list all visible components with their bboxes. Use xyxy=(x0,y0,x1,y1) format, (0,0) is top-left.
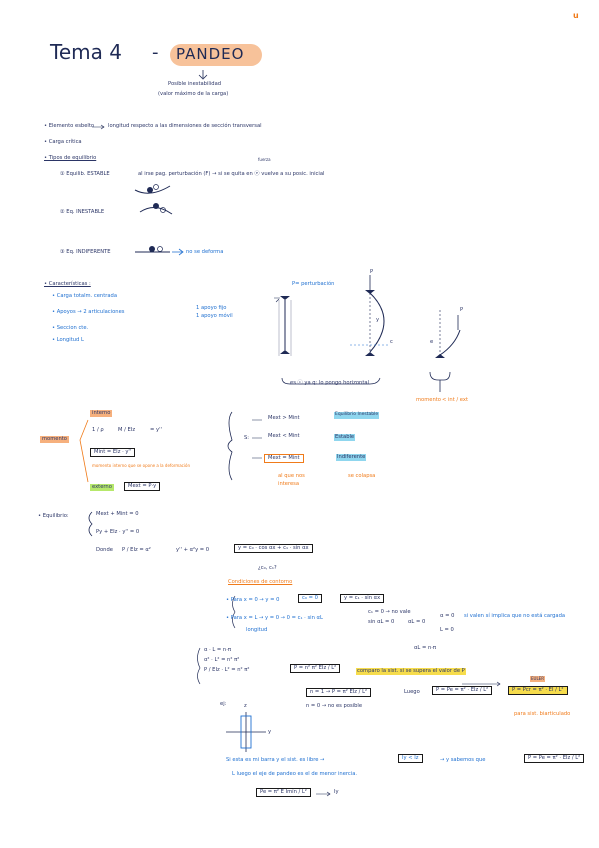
title-dash: - xyxy=(152,42,159,63)
eq-indiferente-desc: no se deforma xyxy=(186,249,224,255)
s-label: S: xyxy=(244,435,250,441)
rule-mext-eq: Mext = Mint xyxy=(264,454,304,464)
eq-diff: y'' + α²y = 0 xyxy=(176,547,210,553)
apoyo-movil: 1 apoyo móvil xyxy=(196,313,233,319)
bullet-esbelto: • Elemento esbelto xyxy=(44,123,95,129)
page-title: PANDEO xyxy=(176,45,245,63)
title-sub-1: Posible inestabilidad xyxy=(168,81,222,87)
rule-inestable: Equilibrio Inestable xyxy=(334,412,380,419)
bullet-esbelto-desc: longitud respecto a las dimensiones de s… xyxy=(108,123,262,129)
n-eq-3: P / EIz · L² = n² π² xyxy=(204,667,250,673)
formula-rho: 1 / ρ xyxy=(92,427,104,433)
cond-alpha-l-zero: αL = 0 xyxy=(408,619,426,625)
pe-final-formula: Pe = π² E Imín / L² xyxy=(256,788,311,798)
formula-m-ei: M / EIz xyxy=(118,427,136,433)
libre-text: Si esta es mi barra y el sist. es libre … xyxy=(226,757,325,763)
momento-interno-tag: interno xyxy=(90,410,113,418)
formula-mext: Mext = P·y xyxy=(124,482,161,492)
euler-tag: EULER xyxy=(530,676,545,682)
apoyo-fijo: 1 apoyo fijo xyxy=(196,305,227,311)
eq-py: Py + EIz · y'' = 0 xyxy=(96,529,140,535)
eq-inestable: ② Eq. INESTABLE xyxy=(60,209,105,215)
figure-caption: es ⓒ ya q: lo pongo horizontal xyxy=(290,380,369,386)
formula-mint: Mint = EIz · y'' xyxy=(90,448,136,458)
cond-alpha-zero: α = 0 xyxy=(440,613,455,619)
bullet-carga-critica: • Carga crítica xyxy=(44,139,82,145)
force-p-1: P xyxy=(370,269,374,275)
momento-externo-tag: externo xyxy=(90,484,114,492)
contorno-heading: Condiciones de contorno xyxy=(228,579,293,585)
deflection-y: y xyxy=(376,317,380,323)
note-interesa: interesa xyxy=(278,481,300,487)
p-euler-formula: P = Pe = π² · EIz / L² xyxy=(432,686,493,696)
mint-note: momento interno que se opone a la deform… xyxy=(92,463,190,468)
axis-z: z xyxy=(244,703,247,709)
rule-mext-lt: Mext < Mint xyxy=(268,433,300,439)
note-al-que: al que nos xyxy=(278,473,305,479)
page-corner-mark: u xyxy=(573,11,579,20)
n-eq-2: α² · L² = n² π² xyxy=(204,657,240,663)
cond-x0-sol: y = c₁ · sin αx xyxy=(340,594,385,604)
rule-mext-gt: Mext > Mint xyxy=(268,415,300,421)
cond-c1-zero: c₁ = 0 → no vale xyxy=(368,609,411,615)
constants-question: ¿c₀, c₁? xyxy=(258,565,277,571)
caract-item-1: • Carga totalm. centrada xyxy=(52,293,118,299)
inertia-cmp: Iy < Iz xyxy=(398,754,423,764)
rule-estable: Estable xyxy=(334,434,356,442)
p-euler-formula-2: P = Pe = π² · EIz / L² xyxy=(524,754,585,764)
longitud-label: longitud xyxy=(246,627,268,633)
rule-indiferente: Indiferente xyxy=(336,454,367,462)
compare-note: comparo la sist. si se supera el valor d… xyxy=(356,668,466,676)
cond-xl: • Para x = L → y = 0 → 0 = c₁ · sin αL xyxy=(226,615,323,621)
eq-estable-desc: al irse pag. perturbación (F) → si se qu… xyxy=(138,171,325,177)
donde-label: Donde xyxy=(96,547,113,553)
title-sub-2: (valor máximo de la carga) xyxy=(158,91,229,97)
luego-text: L luego el eje de pandeo es el de menor … xyxy=(232,771,358,777)
caracteristicas-heading: • Características : xyxy=(44,281,91,287)
label-fuerza: fuerza xyxy=(258,157,271,162)
note-colapsa: se colapsa xyxy=(348,473,376,479)
iy-final: Iy xyxy=(334,789,339,795)
sabemos-text: → y sabemos que xyxy=(440,757,486,763)
axis-y: y xyxy=(268,729,272,735)
momento-compare: < int / ext xyxy=(442,397,469,403)
eq-indiferente: ③ Eq. INDIFERENTE xyxy=(60,249,111,255)
topic-number: Tema 4 xyxy=(50,40,122,64)
pcr-formula: P = Pcr = π² · EI / L² xyxy=(508,686,568,696)
n-eq-1: α · L = n·π xyxy=(204,647,231,653)
caract-item-2: • Apoyos → 2 articulaciones xyxy=(52,309,125,315)
cond-x0-result: c₀ = 0 xyxy=(298,594,322,604)
caract-item-4: • Longitud L xyxy=(52,337,84,343)
p-case-n0: n = 0 → no es posible xyxy=(306,703,363,709)
bullet-tipos: • Tipos de equilibrio xyxy=(44,155,97,161)
title-highlight xyxy=(170,44,262,66)
momento-tag: momento xyxy=(40,436,69,444)
cond-alpha-n-pi: αL = n·π xyxy=(414,645,437,651)
point-c: c xyxy=(390,339,393,345)
caract-item-3: • Seccion cte. xyxy=(52,325,89,331)
pcr-note: para sist. biarticulado xyxy=(514,711,571,717)
point-e: e xyxy=(430,339,434,345)
eq-mext-mint: Mext + Mint = 0 xyxy=(96,511,139,517)
p-case-n1: n = 1 → P = π² EIz / L² xyxy=(306,688,372,698)
example-label: ej: xyxy=(220,701,227,707)
momento-label-fig: momento xyxy=(416,397,441,403)
formula-y2: = y'' xyxy=(150,427,162,433)
cond-note: si valen sí implica que no está cargada xyxy=(464,613,566,619)
cond-sin-zero: sin αL = 0 xyxy=(368,619,395,625)
equilibrio-heading: • Equilibrio: xyxy=(38,513,69,519)
luego-label: Luego xyxy=(404,689,420,695)
cond-l-zero: L = 0 xyxy=(440,627,454,633)
perturbacion-label: P= perturbación xyxy=(292,281,335,287)
force-p-2: P xyxy=(460,307,464,313)
eq-estable: ① Equilib. ESTABLE xyxy=(60,171,110,177)
p-formula: P = n² π² EIz / L² xyxy=(290,664,341,674)
general-solution: y = c₀ · cos αx + c₁ · sin αx xyxy=(234,544,313,554)
cond-x0: • Para x = 0 → y = 0 xyxy=(226,597,280,603)
alpha-def: P / EIz = α² xyxy=(122,547,151,553)
